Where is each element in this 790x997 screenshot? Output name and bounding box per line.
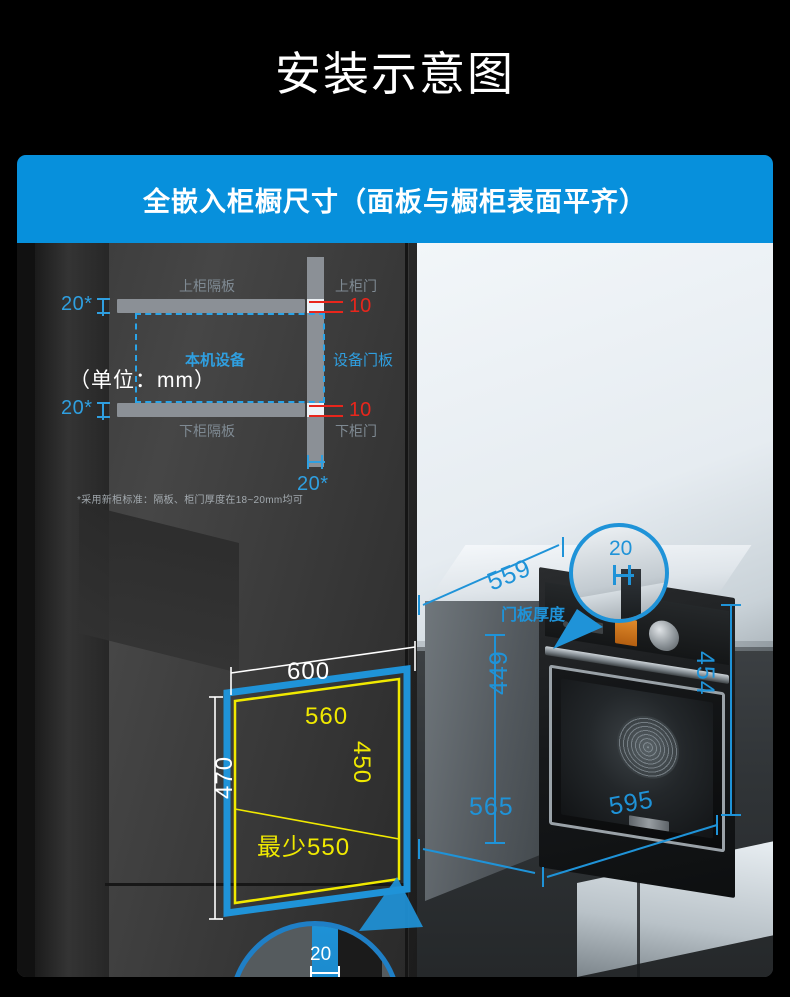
callout-value: 20 [609,537,633,560]
diagram-stage: （单位：mm） 上柜隔板 下柜隔板 上柜门 下柜门 本机设备 设备门板 20* [17,243,773,977]
schematic-footnote: *采用新柜标准：隔板、柜门厚度在18~20mm均可 [77,495,304,506]
oven-cabinet-side [425,601,545,901]
dimension-gap-bottom: 10 [349,399,372,421]
red-gap-line-bottom-a [309,405,343,407]
dimension-shelf-top-thickness: 20* [61,293,93,315]
dimension-opening-depth-min: 最少550 [257,834,351,861]
red-gap-line-bottom-b [309,415,343,417]
dimension-opening-width-inner: 560 [305,703,349,730]
background-seam-vertical [405,243,408,977]
label-lower-door: 下柜门 [335,423,377,439]
dimension-opening-height-outer: 470 [211,755,238,799]
page-title: 安装示意图 [275,48,515,100]
magnifier-detail-circle: 20 20 10 [229,921,401,977]
callout-hbeam-icon [613,565,634,585]
label-lower-shelf: 下柜隔板 [179,423,235,439]
dimension-shelf-bottom-thickness: 20* [61,397,93,419]
red-gap-line-top-a [309,301,343,303]
door-thickness-callout: 20 [569,523,669,623]
cabinet-schematic: 上柜隔板 下柜隔板 上柜门 下柜门 本机设备 设备门板 20* 20* 20* … [57,251,393,506]
magnifier-tick-top-v2 [338,966,340,977]
oven-assembly: 20 门板厚度 559 449 565 595 454 [417,523,773,977]
oven-brand-logo [629,815,669,832]
red-gap-line-top-b [309,311,343,313]
diagram-card: 全嵌入柜橱尺寸（面板与橱柜表面平齐） （单位：mm） [17,155,773,977]
oven-control-knob [649,618,679,654]
label-device: 本机设备 [185,352,246,369]
label-upper-shelf: 上柜隔板 [179,278,235,294]
unit-note: （单位：mm） [69,369,216,392]
dimension-oven-height-side: 449 [485,650,513,695]
cabinet-opening-dimensions: 600 470 560 450 最少550 [209,631,439,931]
dimension-door-thickness: 20* [297,473,329,495]
label-device-door-panel: 设备门板 [333,352,394,369]
ibeam-marker-bottom-icon [97,402,110,420]
upper-shelf-shape [117,299,305,313]
hbeam-marker-icon [307,455,325,469]
card-header-bar: 全嵌入柜橱尺寸（面板与橱柜表面平齐） [17,155,773,243]
dimension-oven-depth-bottom: 565 [469,793,514,821]
dimension-opening-height-inner: 450 [348,741,375,785]
magnifier-pointer [359,877,423,931]
device-outline-dashed [135,313,325,403]
callout-label: 门板厚度 [501,607,566,624]
dimension-oven-height-front: 454 [691,651,719,696]
magnifier-tick-top-v1 [310,966,312,977]
dimension-gap-top: 10 [349,295,372,317]
oven-fan-icon [617,711,679,784]
magnifier-tick-top-h [310,972,340,974]
background-pillar-outer [17,243,37,977]
ibeam-marker-top-icon [97,298,110,316]
lower-shelf-shape [117,403,305,417]
label-upper-door: 上柜门 [335,278,377,294]
card-header-title: 全嵌入柜橱尺寸（面板与橱柜表面平齐） [143,186,647,217]
callout-door-slab [621,569,641,619]
magnifier-blue-edge [312,926,338,977]
dimension-opening-width-outer: 600 [287,658,331,685]
oven-led-icon [591,621,603,635]
magnifier-dark-panel [338,926,382,977]
magnifier-value-top: 20 [310,944,332,965]
